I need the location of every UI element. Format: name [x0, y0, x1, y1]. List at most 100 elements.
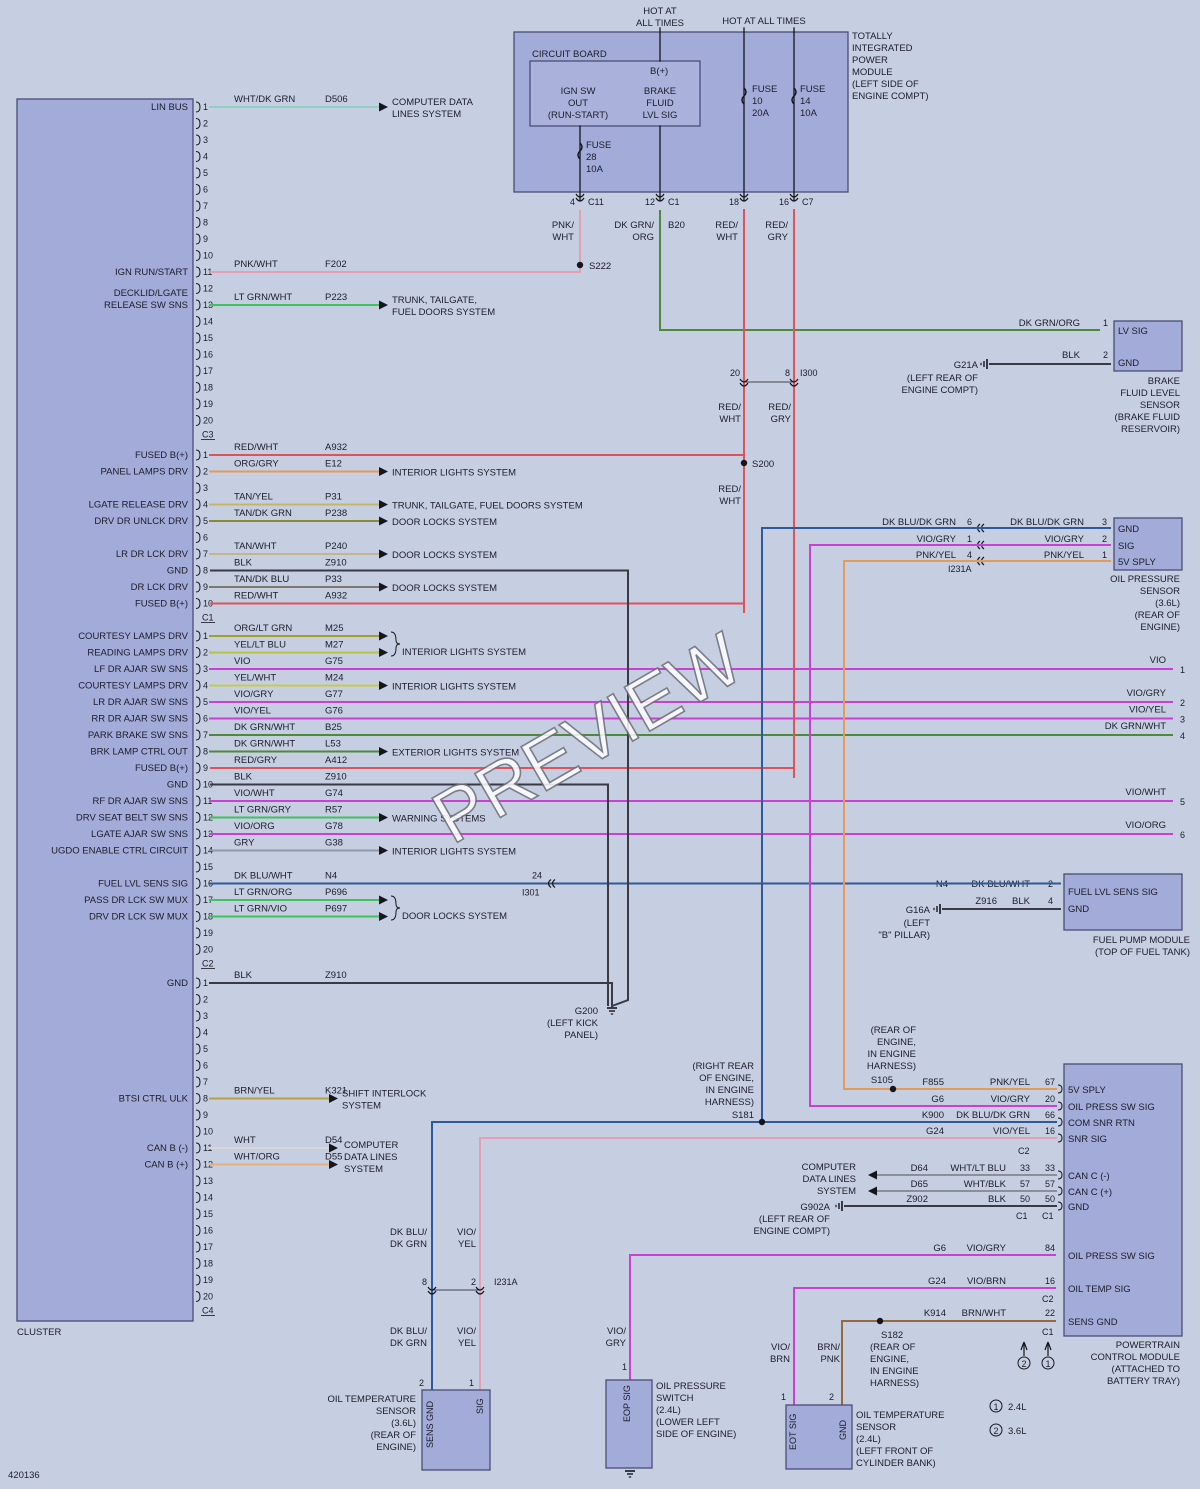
cluster-pin-bracket — [195, 746, 201, 757]
cluster-pin-label: LIN BUS — [151, 102, 188, 113]
connector-name: C4 — [202, 1306, 214, 1316]
hot-at-all-times: HOT AT ALL TIMES — [722, 16, 805, 27]
cluster-pin-label: DRV DR LCK SW MUX — [89, 912, 189, 923]
cluster-pin-bracket — [195, 861, 201, 873]
cluster-pin-bracket — [195, 233, 201, 245]
sensor-name: (LEFT FRONT OF — [856, 1446, 933, 1457]
cluster-pin-bracket — [195, 713, 201, 724]
tipm-wire-label: DK GRN/ — [614, 220, 654, 231]
ign-sw-label: OUT — [568, 98, 588, 109]
cluster-pin-number: 3 — [203, 664, 208, 674]
circuit-label: G6 — [933, 1243, 946, 1254]
tipm-connector — [789, 193, 799, 198]
circuit-label: A932 — [325, 442, 347, 453]
cluster-pin-label: IGN RUN/START — [115, 267, 188, 278]
cluster-pin-label: LR DR LCK DRV — [116, 549, 189, 560]
cluster-pin-bracket — [195, 1208, 201, 1220]
arrow-seat-belt — [379, 813, 388, 822]
splice-note: IN ENGINE — [705, 1085, 754, 1096]
ground-label: ENGINE COMPT) — [901, 385, 978, 396]
sensor-name: (REAR OF — [1135, 610, 1181, 621]
tipm-connector-b — [575, 197, 585, 202]
wire-color-label: LT GRN/ORG — [234, 887, 292, 898]
legend-marker — [989, 1399, 1003, 1413]
cluster-pin-bracket — [195, 894, 201, 906]
cluster-pin-bracket — [195, 779, 201, 790]
circuit-label: D65 — [911, 1179, 928, 1190]
sensor-pin-number: 1 — [622, 1362, 627, 1372]
wire-label: YEL — [458, 1239, 476, 1250]
wire-label: VIO/GRY — [967, 1243, 1007, 1254]
splice-note: (RIGHT REAR — [692, 1061, 754, 1072]
sensor-name: SENSOR — [376, 1406, 416, 1417]
cluster-pin-bracket — [195, 1291, 201, 1302]
destination-label: DATA LINES — [803, 1174, 857, 1185]
connector-name: C1 — [202, 613, 214, 623]
wire-ign-run-start — [210, 210, 581, 273]
wire-gnd-c2-10 — [210, 783, 609, 1006]
ground-label: (LEFT REAR OF — [907, 373, 978, 384]
sensor-pin-label: 5V SPLY — [1118, 557, 1157, 568]
module-name: (ATTACHED TO — [1112, 1364, 1180, 1375]
cluster-pin-bracket — [195, 415, 201, 426]
fuse-14 — [791, 87, 797, 105]
circuit-label: D64 — [911, 1163, 928, 1174]
sensor-name: (3.6L) — [391, 1418, 416, 1429]
wire-label: BLK — [988, 1194, 1007, 1205]
cluster-pin-bracket — [195, 994, 201, 1005]
cluster-pin-bracket — [195, 532, 201, 543]
connector-name: C3 — [202, 430, 214, 440]
fuse-28-label: 28 — [586, 152, 597, 163]
cluster-pin-bracket — [195, 349, 201, 360]
connector-name: C2 — [1042, 1294, 1054, 1304]
sensor-pin-label: SIG — [475, 1398, 485, 1414]
wire-color-label: GRY — [234, 838, 255, 849]
ground-eop — [625, 1470, 635, 1478]
wire-label: DK GRN/ORG — [1019, 318, 1080, 329]
cluster-pin-number: 16 — [203, 1226, 213, 1236]
sensor-pin-number: 3 — [1102, 517, 1107, 527]
wire-label: VIO/BRN — [967, 1276, 1006, 1287]
cluster-pin-bracket — [195, 299, 201, 311]
cluster-pin-number: 12 — [203, 284, 213, 294]
pcm-pin-number: 66 — [1045, 1110, 1055, 1120]
cluster-pin-number: 4 — [203, 681, 208, 691]
cluster-pin-label: LGATE AJAR SW SNS — [91, 829, 188, 840]
cluster-pin-number: 5 — [203, 1044, 208, 1054]
sensor-pin-number: 2 — [1103, 350, 1108, 360]
sensor-name: OIL TEMPERATURE — [856, 1410, 945, 1421]
legend-marker — [989, 1423, 1003, 1437]
wire-color-label: VIO — [234, 656, 250, 667]
circuit-label: B25 — [325, 722, 342, 733]
circuit-label: D506 — [325, 94, 348, 105]
wire-color-label: YEL/LT BLU — [234, 640, 286, 651]
cluster-pin-number: 17 — [203, 366, 213, 376]
wire-label: VIO/ — [607, 1326, 626, 1337]
circuit-label: Z916 — [975, 896, 997, 907]
wire-color-label: TAN/DK BLU — [234, 574, 289, 585]
far-pin-number: 5 — [1180, 797, 1185, 807]
sensor-pin-label: EOT SIG — [788, 1414, 798, 1450]
destination-label: INTERIOR LIGHTS SYSTEM — [402, 647, 526, 658]
cluster-pin-label: FUSED B(+) — [135, 450, 188, 461]
wire-label: PNK/YEL — [1044, 550, 1084, 561]
wire-sens-gnd — [841, 1320, 1056, 1405]
sensor-name: (REAR OF — [371, 1430, 417, 1441]
cluster-pin-bracket — [195, 1142, 201, 1154]
sensor-name: SENSOR — [1140, 400, 1180, 411]
cluster-pin-number: 2 — [203, 119, 208, 129]
connector-name: C1 — [1042, 1211, 1054, 1221]
circuit-label: N4 — [325, 871, 337, 882]
tipm-wire-label: WHT — [716, 232, 738, 243]
fuse-28-label: 10A — [586, 164, 604, 175]
cluster-pin-bracket — [195, 812, 201, 823]
sensor-name: ENGINE) — [1140, 622, 1180, 633]
cluster-pin-bracket — [195, 499, 201, 510]
destination-label: TRUNK, TAILGATE, FUEL DOORS SYSTEM — [392, 501, 583, 512]
tipm-connector-name: C1 — [668, 197, 680, 207]
module-name: FUEL PUMP MODULE — [1093, 935, 1190, 946]
destination-label: WARNING SYSTEMS — [392, 814, 486, 825]
cluster-pin-number: 10 — [203, 251, 213, 261]
i231a-lower-b-b — [475, 1290, 485, 1295]
splice-s105 — [889, 1085, 897, 1093]
